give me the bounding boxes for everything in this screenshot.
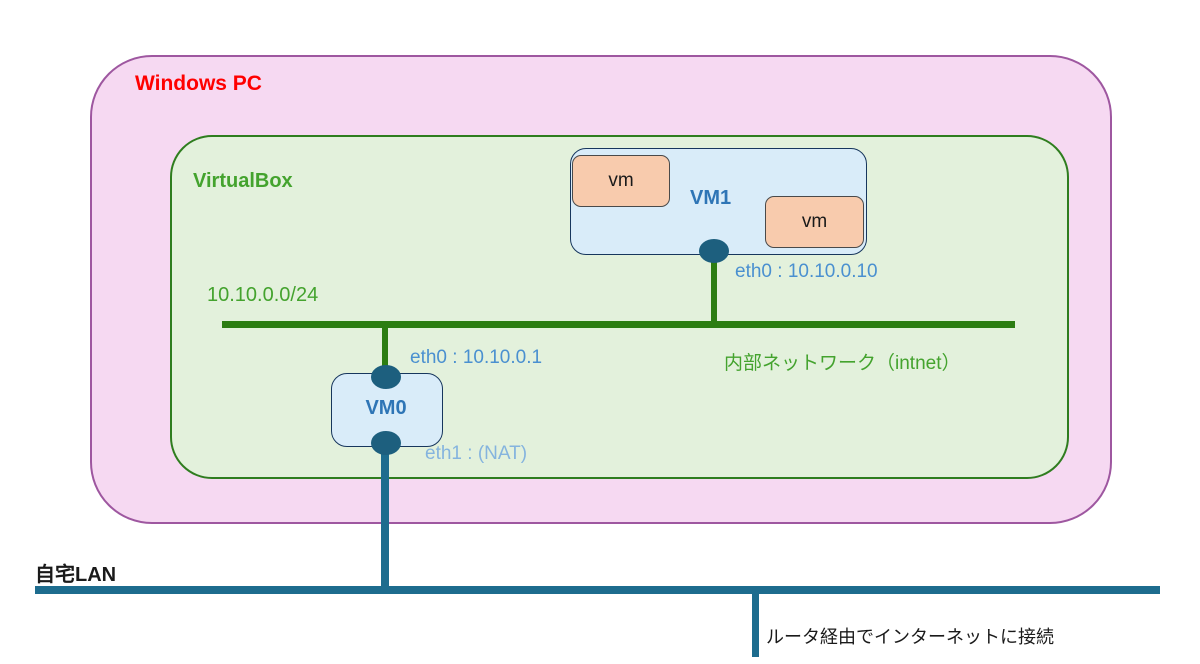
virtualbox-label: VirtualBox (193, 170, 293, 192)
vm1-eth0-label: eth0 : 10.10.0.10 (735, 261, 878, 282)
vm1-guest-vm-2-label: vm (801, 211, 828, 232)
vm0-label: VM0 (365, 397, 407, 419)
vm1-guest-vm-1: vm (572, 155, 670, 207)
windows-pc-label: Windows PC (135, 72, 262, 95)
router-connector-line (752, 590, 759, 657)
vm0-eth0-port-node (371, 365, 401, 389)
vm0-network-connector-line (382, 326, 388, 376)
home-lan-label: 自宅LAN (35, 564, 117, 586)
router-note-label: ルータ経由でインターネットに接続 (766, 627, 1054, 647)
vm1-label: VM1 (690, 187, 732, 209)
vm0-eth0-label: eth0 : 10.10.0.1 (410, 347, 543, 368)
vm0-eth1-port-node (371, 431, 401, 455)
home-lan-bus-line (35, 586, 1160, 594)
vm0-eth1-label: eth1 : (NAT) (425, 443, 528, 464)
vm1-eth0-port-node (699, 239, 729, 263)
vm0-lan-connector-line (381, 444, 389, 590)
subnet-label: 10.10.0.0/24 (207, 284, 319, 306)
intnet-label: 内部ネットワーク（intnet） (724, 353, 961, 374)
internal-network-bus-line (222, 321, 1015, 328)
vm1-guest-vm-2: vm (765, 196, 864, 248)
vm1-guest-vm-1-label: vm (608, 170, 634, 191)
vm1-network-connector-line (711, 250, 717, 325)
